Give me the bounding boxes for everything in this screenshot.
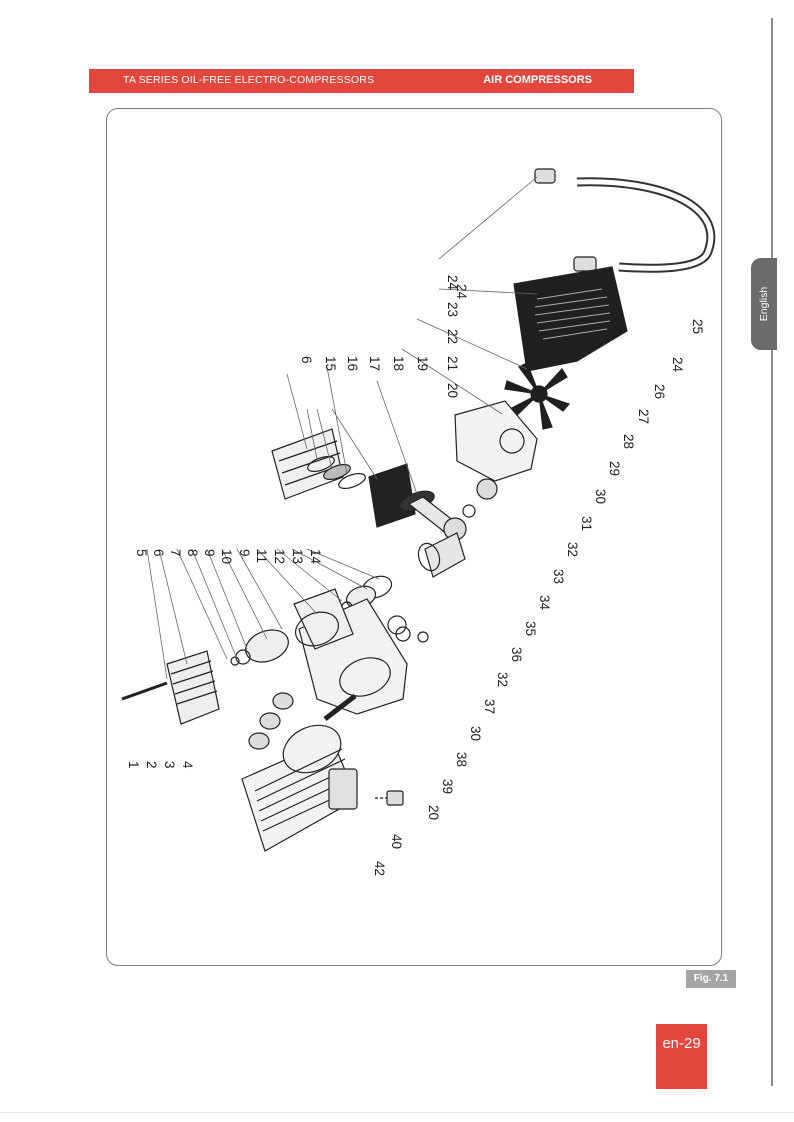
callout-34: 34 (537, 595, 552, 611)
motor-shaft (323, 694, 357, 721)
callout-31: 31 (579, 516, 594, 531)
callout-24-top: 24 (454, 284, 469, 300)
air-hose-inner (576, 179, 714, 271)
callout-9: 9 (202, 549, 217, 557)
crankshaft (424, 532, 466, 578)
filter-2 (272, 692, 294, 710)
callouts: 24 24 23 22 21 20 19 18 17 16 15 6 5 6 7… (126, 275, 705, 876)
callout-28: 28 (621, 434, 636, 449)
cylinder-18 (368, 463, 416, 528)
callout-12: 12 (272, 549, 287, 564)
bearing-30 (476, 478, 498, 500)
anti-vibration-foot (375, 790, 404, 806)
callout-23: 23 (445, 302, 460, 317)
callout-16: 16 (345, 356, 360, 371)
gasket-17 (338, 473, 366, 489)
callout-1: 1 (126, 761, 141, 769)
hose-fitting-top (534, 168, 556, 184)
valve-plate-10 (245, 629, 289, 663)
callout-42: 42 (372, 861, 387, 876)
exploded-view-drawing: 24 24 23 22 21 20 19 18 17 16 15 6 5 6 7… (121, 168, 716, 876)
callout-29: 29 (607, 461, 622, 476)
callout-25: 25 (690, 319, 705, 334)
callout-30: 30 (593, 489, 608, 504)
callout-32b: 32 (495, 672, 510, 687)
callout-5: 5 (134, 549, 149, 557)
callout-26: 26 (652, 384, 667, 399)
callout-22: 22 (445, 329, 460, 344)
exploded-view-frame: 24 24 23 22 21 20 19 18 17 16 15 6 5 6 7… (106, 108, 722, 966)
callout-17: 17 (367, 356, 382, 371)
callout-3: 3 (162, 761, 177, 769)
callout-27: 27 (636, 409, 651, 424)
callout-8: 8 (185, 549, 200, 557)
page-edge-rule (771, 18, 773, 1086)
callout-30b: 30 (468, 726, 483, 741)
fan-cover (513, 266, 628, 372)
air-hose (576, 177, 716, 273)
callout-40: 40 (389, 834, 404, 849)
callout-11: 11 (254, 549, 269, 563)
cylinder-head-left (293, 588, 354, 650)
filter-4 (248, 732, 270, 750)
callout-35: 35 (523, 621, 538, 636)
callout-7: 7 (168, 549, 183, 557)
section-title: AIR COMPRESSORS (483, 74, 592, 86)
callout-20b: 20 (426, 805, 441, 820)
callout-6: 6 (151, 549, 166, 557)
callout-6-top: 6 (299, 356, 314, 364)
callout-14: 14 (308, 549, 323, 565)
header-bar: TA SERIES OIL-FREE ELECTRO-COMPRESSORS A… (89, 69, 634, 93)
screw-1 (121, 681, 168, 701)
hose-fitting-bottom (573, 256, 597, 272)
callout-32: 32 (565, 542, 580, 557)
callout-24b: 24 (670, 357, 685, 373)
valve-plate-16 (323, 464, 351, 480)
callout-13: 13 (290, 549, 305, 564)
callout-38: 38 (454, 752, 469, 767)
callout-4: 4 (180, 761, 195, 769)
language-tab: English (751, 258, 777, 350)
callout-39: 39 (440, 779, 455, 794)
callout-15: 15 (323, 356, 338, 371)
crankcase (454, 400, 538, 482)
cylinder-head-top (271, 428, 344, 500)
callout-37: 37 (482, 699, 497, 714)
callout-33: 33 (551, 569, 566, 584)
figure-label: Fig. 7.1 (686, 970, 736, 988)
callout-21: 21 (445, 356, 460, 371)
valve-plate-15 (307, 456, 335, 472)
electric-motor (241, 724, 358, 852)
page-number: en-29 (656, 1024, 707, 1089)
callout-9b: 9 (237, 549, 252, 557)
page-bottom-rule (0, 1112, 794, 1113)
head-cover (166, 650, 220, 725)
callout-10: 10 (219, 549, 234, 564)
callout-24a: 24 (445, 275, 460, 291)
callout-19: 19 (415, 356, 430, 371)
series-title: TA SERIES OIL-FREE ELECTRO-COMPRESSORS (123, 74, 375, 86)
filter-3 (259, 712, 281, 730)
language-tab-label: English (758, 286, 770, 322)
callout-20: 20 (445, 383, 460, 398)
callout-2: 2 (144, 761, 159, 769)
bearing-32-lower (387, 615, 407, 635)
gasket-11 (295, 611, 339, 647)
callout-18: 18 (391, 356, 406, 371)
callout-36: 36 (509, 647, 524, 662)
cooling-fan (504, 362, 571, 430)
